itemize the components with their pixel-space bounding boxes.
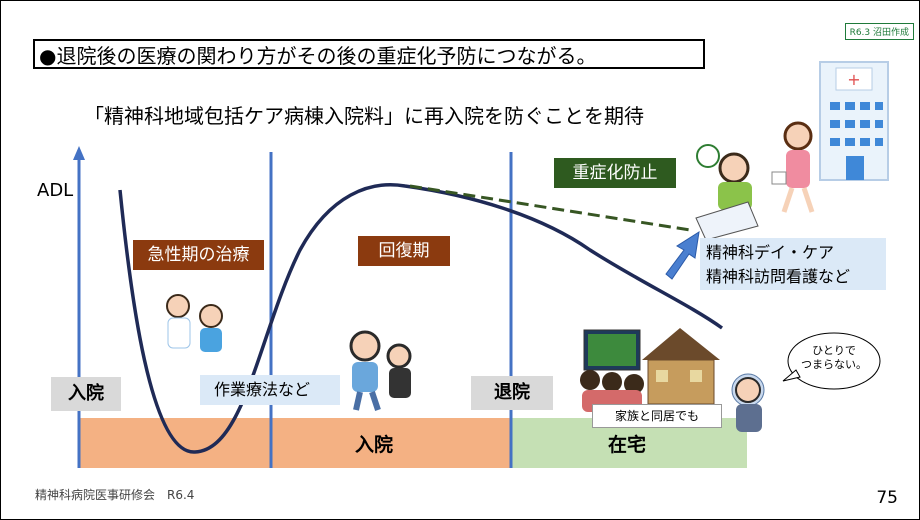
band-hospital-label: 入院 bbox=[355, 434, 394, 456]
nurse-patient-icon bbox=[166, 294, 223, 352]
prevention-dashed-line bbox=[409, 184, 691, 232]
speech-bubble-text: ひとりで つまらない。 bbox=[801, 344, 867, 371]
adl-curve bbox=[118, 183, 724, 454]
family-house-icon bbox=[580, 328, 720, 412]
acute-phase-label: 急性期の治療 bbox=[133, 240, 264, 270]
therapy-people-icon bbox=[349, 330, 412, 411]
speech-bubble bbox=[787, 332, 881, 390]
lonely-person-icon bbox=[731, 373, 765, 432]
subtitle: 「精神科地域包括ケア病棟入院料」に再入院を防ぐことを期待 bbox=[84, 104, 644, 128]
daycare-label: 精神科デイ・ケア 精神科訪問看護など bbox=[700, 238, 886, 290]
y-axis-label: ADL bbox=[37, 180, 74, 201]
footer-text: 精神科病院医事研修会 R6.4 bbox=[35, 488, 195, 502]
page-number: 75 bbox=[876, 488, 898, 508]
admission-label: 入院 bbox=[51, 377, 121, 411]
occupational-therapy-label: 作業療法など bbox=[200, 375, 340, 405]
discharge-label: 退院 bbox=[471, 376, 553, 410]
woman-walking-icon bbox=[771, 121, 815, 213]
improvement-arrow-icon bbox=[665, 230, 700, 280]
svg-text:+: + bbox=[847, 70, 860, 89]
y-axis-arrow bbox=[73, 146, 85, 160]
prevention-label: 重症化防止 bbox=[554, 158, 676, 188]
band-hospital bbox=[79, 418, 511, 468]
headline: ●退院後の医療の関わり方がその後の重症化予防につながる。 bbox=[33, 39, 705, 69]
author-stamp: R6.3 沼田作成 bbox=[844, 23, 914, 40]
hospital-building-icon: + bbox=[819, 61, 889, 181]
family-caption: 家族と同居でも bbox=[592, 404, 722, 428]
band-home-label: 在宅 bbox=[608, 434, 647, 456]
recovery-phase-label: 回復期 bbox=[358, 236, 450, 266]
person-studying-icon bbox=[695, 144, 759, 241]
